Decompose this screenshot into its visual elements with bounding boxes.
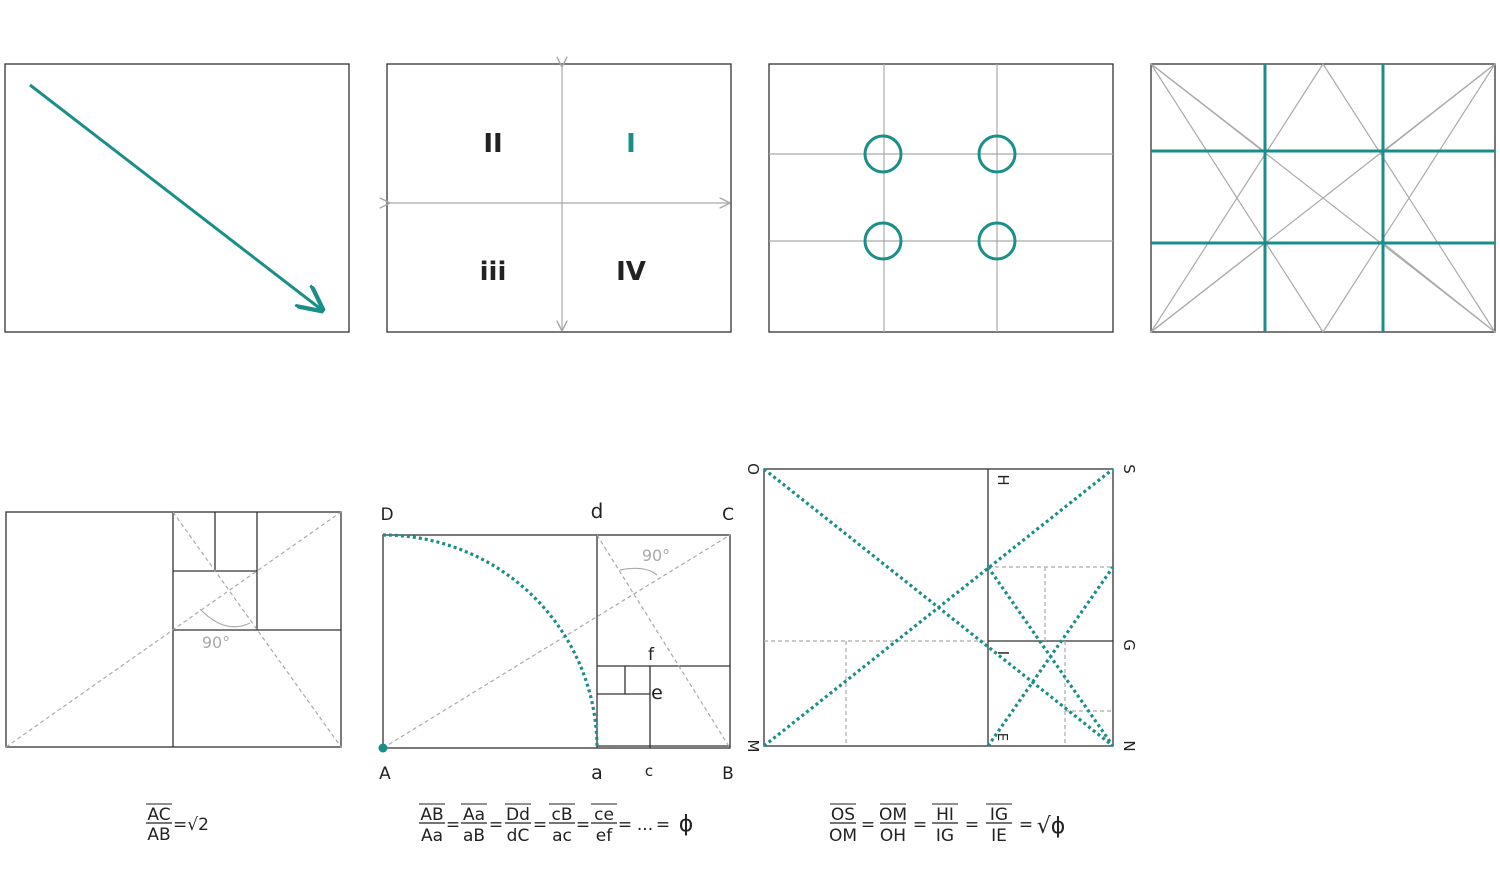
fraction-denominator: ac (552, 826, 572, 846)
panel-sqrt2-rectangle: 90° (5, 511, 342, 748)
point-label: A (379, 764, 391, 784)
point-label: f (648, 645, 655, 665)
point-label: c (645, 762, 653, 780)
equals-sign: = (576, 815, 590, 835)
fraction-numerator: Aa (463, 805, 485, 825)
right-angle-arc (199, 608, 251, 628)
dotted-diagonal (763, 467, 1114, 748)
dotted-diagonal (986, 566, 1115, 747)
diagonal-dashed (596, 534, 731, 749)
fraction-denominator: dC (507, 826, 530, 846)
diagonal-dashed (382, 534, 731, 749)
panel-frame (386, 63, 732, 333)
equals-sign: = (913, 815, 927, 835)
panel-frame (768, 63, 1114, 333)
equals-sign: = (489, 815, 503, 835)
fraction-denominator: OH (880, 826, 906, 846)
point-label: C (722, 505, 734, 525)
quadrant-1-label: I (626, 129, 636, 159)
panel-rule-of-thirds (768, 63, 1114, 333)
fraction-numerator: ce (594, 805, 614, 825)
quadrant-4-label: IV (616, 257, 646, 287)
ellipsis: ... (637, 815, 653, 835)
point-label: B (722, 764, 734, 784)
fraction-numerator: cB (551, 805, 572, 825)
dashed-subdivisions (764, 566, 1113, 746)
panel-frame (382, 534, 731, 749)
panel-harmonic-armature (1150, 63, 1496, 333)
fraction-numerator: AC (147, 805, 170, 825)
power-point-circle (863, 134, 903, 174)
angle-label: 90° (202, 633, 230, 652)
point-label: S (1120, 464, 1138, 474)
fraction-denominator: AB (147, 825, 170, 845)
formula-result: =√2 (173, 815, 209, 835)
diagonal-dashed (5, 511, 342, 748)
equals-sign: = (533, 815, 547, 835)
quadrant-2-label: II (483, 129, 502, 159)
equals-sign: = (618, 815, 632, 835)
equals-sign: = (861, 815, 875, 835)
point-label: d (591, 499, 604, 523)
panel-frame (763, 468, 1114, 747)
power-point-circle (863, 221, 903, 261)
formula-result: ϕ (679, 812, 694, 837)
diagonal-dashed (172, 511, 342, 748)
fraction-denominator: ef (596, 826, 613, 846)
fraction-numerator: HI (936, 805, 954, 825)
quadrant-3-label: iii (480, 257, 507, 287)
power-point-circle (977, 221, 1017, 261)
fraction-denominator: Aa (421, 826, 443, 846)
point-label: G (1120, 639, 1138, 651)
point-label: N (1120, 740, 1138, 751)
point-label: M (744, 740, 762, 753)
fraction-denominator: IG (936, 826, 954, 846)
fraction-denominator: IE (991, 826, 1007, 846)
point-label: D (380, 505, 393, 525)
fraction-numerator: AB (420, 805, 443, 825)
formula-sqrt2: AC AB =√2 (146, 803, 209, 845)
fraction-numerator: IG (990, 805, 1008, 825)
point-label: e (651, 682, 663, 704)
diagonal-arrow (29, 83, 322, 310)
right-angle-arc (619, 567, 658, 576)
power-point-circle (977, 134, 1017, 174)
point-label: H (994, 474, 1012, 485)
armature-diagonals (1150, 63, 1496, 333)
origin-point (378, 743, 388, 753)
panel-quadrants: II I iii IV (386, 63, 732, 333)
point-label: I (994, 651, 1012, 655)
panel-sqrt-phi-rectangle: O S H G I M N E (744, 463, 1138, 752)
fraction-denominator: aB (463, 826, 485, 846)
golden-spiral-arc (382, 533, 599, 749)
panel-reading-direction (4, 63, 350, 333)
point-label: O (744, 463, 762, 475)
fraction-denominator: OM (829, 826, 857, 846)
point-label: E (994, 733, 1009, 741)
equals-sign: = (1019, 815, 1033, 835)
angle-label: 90° (642, 546, 670, 565)
point-label: a (591, 762, 603, 784)
fraction-numerator: Dd (506, 805, 530, 825)
fraction-numerator: OS (831, 805, 855, 825)
equals-sign: = (656, 815, 670, 835)
fraction-numerator: OM (879, 805, 907, 825)
equals-sign: = (965, 815, 979, 835)
panel-frame (4, 63, 350, 333)
formula-result: √ϕ (1037, 814, 1066, 839)
equals-sign: = (446, 815, 460, 835)
panel-golden-rectangle: 90° D d C A a c B e f (378, 499, 734, 784)
